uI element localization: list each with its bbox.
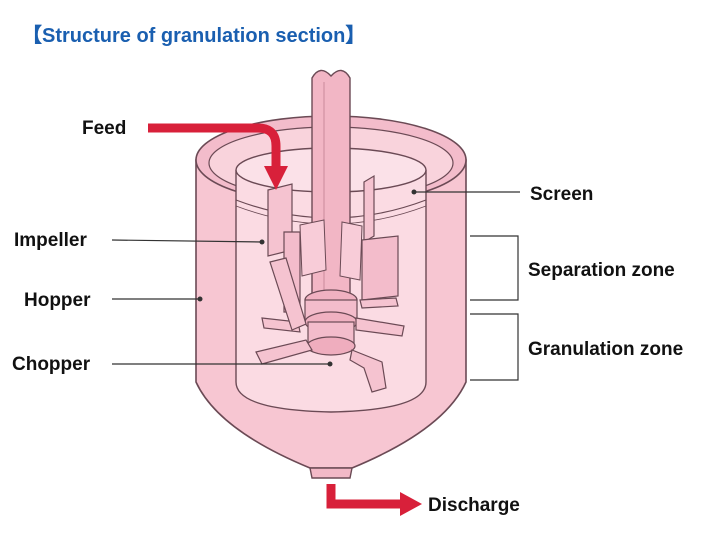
screen-label: Screen	[530, 184, 593, 205]
hopper-label: Hopper	[24, 290, 91, 311]
impeller-label: Impeller	[14, 230, 87, 251]
granulation-zone-label: Granulation zone	[528, 339, 683, 360]
diagram-title: 【Structure of granulation section】	[22, 24, 365, 47]
feed-label: Feed	[82, 118, 126, 139]
impeller-hub	[304, 289, 358, 356]
chopper	[255, 257, 405, 393]
feed-arrow	[148, 123, 288, 190]
hopper-leader-dot	[197, 296, 203, 302]
separation-zone-label: Separation zone	[528, 260, 675, 281]
impeller-leader-dot	[259, 239, 265, 245]
discharge-arrow	[326, 484, 422, 516]
chopper-leader-dot	[327, 361, 333, 367]
discharge-label: Discharge	[428, 495, 520, 516]
granulation-zone-bracket	[470, 313, 519, 381]
impeller-leader	[111, 239, 263, 243]
separation-zone-bracket	[470, 235, 519, 301]
chopper-label: Chopper	[12, 354, 91, 375]
screen-leader-dot	[411, 189, 417, 195]
